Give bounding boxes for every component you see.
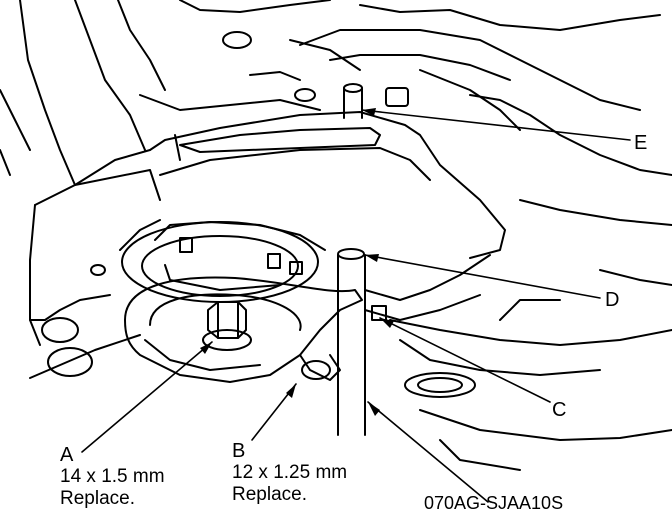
callout-d: D xyxy=(605,289,620,311)
bolt-a xyxy=(202,301,252,351)
callout-a: A xyxy=(60,444,74,466)
leader-figure xyxy=(367,401,489,503)
leader-c xyxy=(379,317,551,403)
callout-a-spec: 14 x 1.5 mm xyxy=(60,466,165,487)
callout-c: C xyxy=(552,399,567,421)
rod-d xyxy=(337,248,491,436)
callout-a-group: A 14 x 1.5 mm Replace. xyxy=(60,444,165,510)
callout-b-spec: 12 x 1.25 mm xyxy=(232,462,348,483)
engine-block-outline xyxy=(0,0,361,186)
callout-b-note: Replace. xyxy=(232,484,307,505)
pin-e xyxy=(343,83,363,119)
leader-lines xyxy=(81,109,631,503)
bracket-outline xyxy=(299,4,672,286)
tensioner-arm xyxy=(124,276,363,383)
leader-e xyxy=(361,109,631,141)
callout-b: B xyxy=(232,440,246,462)
leader-arrowheads xyxy=(200,108,394,416)
callout-a-note: Replace. xyxy=(60,488,135,509)
callout-b-group: B 12 x 1.25 mm Replace. xyxy=(232,440,347,506)
leader-a xyxy=(81,341,213,453)
tensioner-body xyxy=(29,111,506,379)
pulley xyxy=(121,221,326,303)
leader-d xyxy=(364,254,601,299)
figure-code: 070AG-SJAA10S xyxy=(424,493,564,513)
callout-e: E xyxy=(634,132,648,154)
lower-block-outline xyxy=(371,299,672,471)
